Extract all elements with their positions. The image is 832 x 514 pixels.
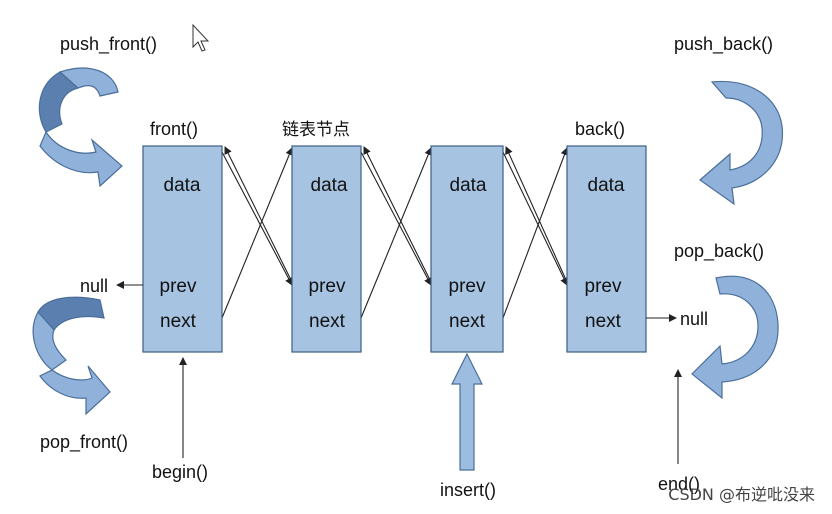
node-next-label: next (585, 311, 622, 332)
null-right-label: null (680, 309, 708, 329)
node-prev-label: prev (309, 276, 346, 297)
node-data-label: data (311, 175, 348, 196)
list-node: data prev next (291, 145, 362, 353)
node-prev-label: prev (585, 276, 622, 297)
node-data-label: data (164, 175, 201, 196)
list-node: data prev next (430, 145, 504, 353)
insert-arrow-icon (451, 352, 483, 471)
end-label: end() (658, 474, 700, 494)
back-label: back() (575, 119, 625, 139)
pop-front-label: pop_front() (40, 432, 128, 453)
watermark: CSDN @布逆吡没来 (668, 485, 815, 504)
pop-front-arrow-icon (32, 296, 111, 416)
cursor-icon (192, 23, 210, 52)
node-prev-label: prev (449, 276, 486, 297)
node-links (221, 146, 569, 319)
begin-label: begin() (152, 462, 208, 482)
pop-back-label: pop_back() (674, 241, 764, 262)
insert-label: insert() (440, 480, 496, 500)
push-back-label: push_back() (674, 34, 773, 55)
pop-back-arrow-icon (691, 275, 779, 400)
list-node: data prev next (566, 145, 647, 353)
push-front-label: push_front() (60, 34, 157, 55)
node-next-label: next (449, 311, 486, 332)
front-label: front() (150, 119, 198, 139)
push-front-arrow-icon (38, 67, 123, 188)
node-data-label: data (450, 175, 487, 196)
node-next-label: next (309, 311, 346, 332)
node-caption: 链表节点 (282, 120, 350, 140)
push-back-arrow-icon (699, 80, 783, 206)
null-left-label: null (80, 276, 108, 296)
list-node: data prev next (142, 145, 223, 353)
node-data-label: data (588, 175, 625, 196)
node-prev-label: prev (160, 276, 197, 297)
node-next-label: next (160, 311, 197, 332)
